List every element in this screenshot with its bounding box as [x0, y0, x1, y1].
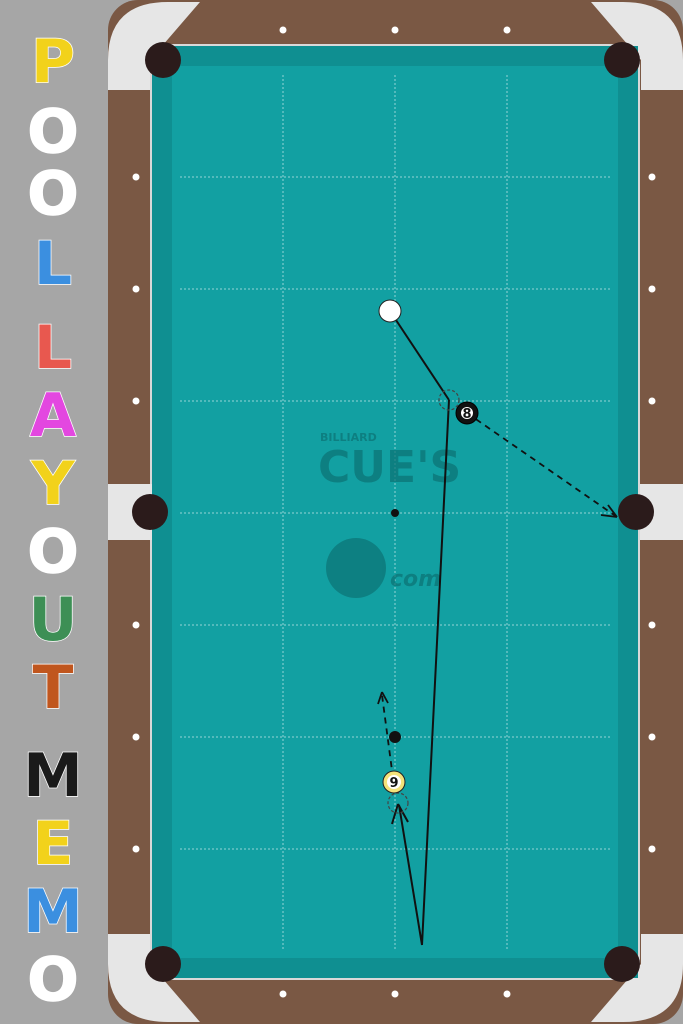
rail-diamonds	[132, 26, 656, 998]
title-letter: O	[27, 945, 78, 1015]
ball-8-path	[466, 412, 618, 518]
pocket-mid-left	[132, 494, 168, 530]
pocket-top-right	[604, 42, 640, 78]
pockets	[132, 42, 654, 982]
title-letter: L	[34, 313, 72, 383]
pocket-bottom-left	[145, 946, 181, 982]
watermark-com-text: com	[390, 567, 441, 592]
cue-path-to-ghost	[389, 310, 450, 401]
ball-8-number: 8	[462, 407, 471, 422]
title-letter: L	[34, 229, 72, 299]
watermark-big-text: CUE'S	[318, 442, 461, 493]
center-spot	[391, 509, 399, 517]
title-letter: T	[33, 653, 74, 723]
ball-9: 9	[382, 770, 406, 794]
title-letter: O	[27, 97, 78, 167]
title-letter: U	[29, 585, 78, 655]
title-letter: M	[23, 741, 83, 811]
title-letter: O	[27, 159, 78, 229]
cue-path-after-contact	[398, 399, 450, 946]
title-letter: E	[33, 809, 74, 879]
watermark-circle-icon	[326, 538, 386, 598]
watermark-logo: BILLIARD CUE'S com	[318, 431, 461, 598]
pocket-mid-right	[618, 494, 654, 530]
pocket-bottom-right	[604, 946, 640, 982]
title-letter: M	[23, 877, 83, 947]
cue-ball	[378, 299, 402, 323]
title-letter: P	[31, 27, 75, 97]
arrowhead-pocket	[600, 504, 618, 518]
title-letter: O	[27, 517, 78, 587]
target-spot	[389, 731, 401, 743]
pocket-top-left	[145, 42, 181, 78]
ghost-ball-8	[438, 389, 460, 411]
arrowhead-cue	[391, 803, 409, 825]
shot-paths	[377, 310, 618, 946]
title-pool-layout-memo: P O O L L A Y O U T M E M O	[22, 26, 83, 1016]
arrowhead-9	[377, 691, 389, 705]
ball-9-number: 9	[389, 776, 398, 791]
title-letter: A	[30, 381, 77, 451]
ball-8: 8	[455, 401, 479, 425]
ball-9-path	[381, 694, 394, 779]
watermark-small-text: BILLIARD	[320, 431, 377, 444]
title-letter: Y	[30, 449, 76, 519]
ghost-ball-9	[387, 792, 409, 814]
